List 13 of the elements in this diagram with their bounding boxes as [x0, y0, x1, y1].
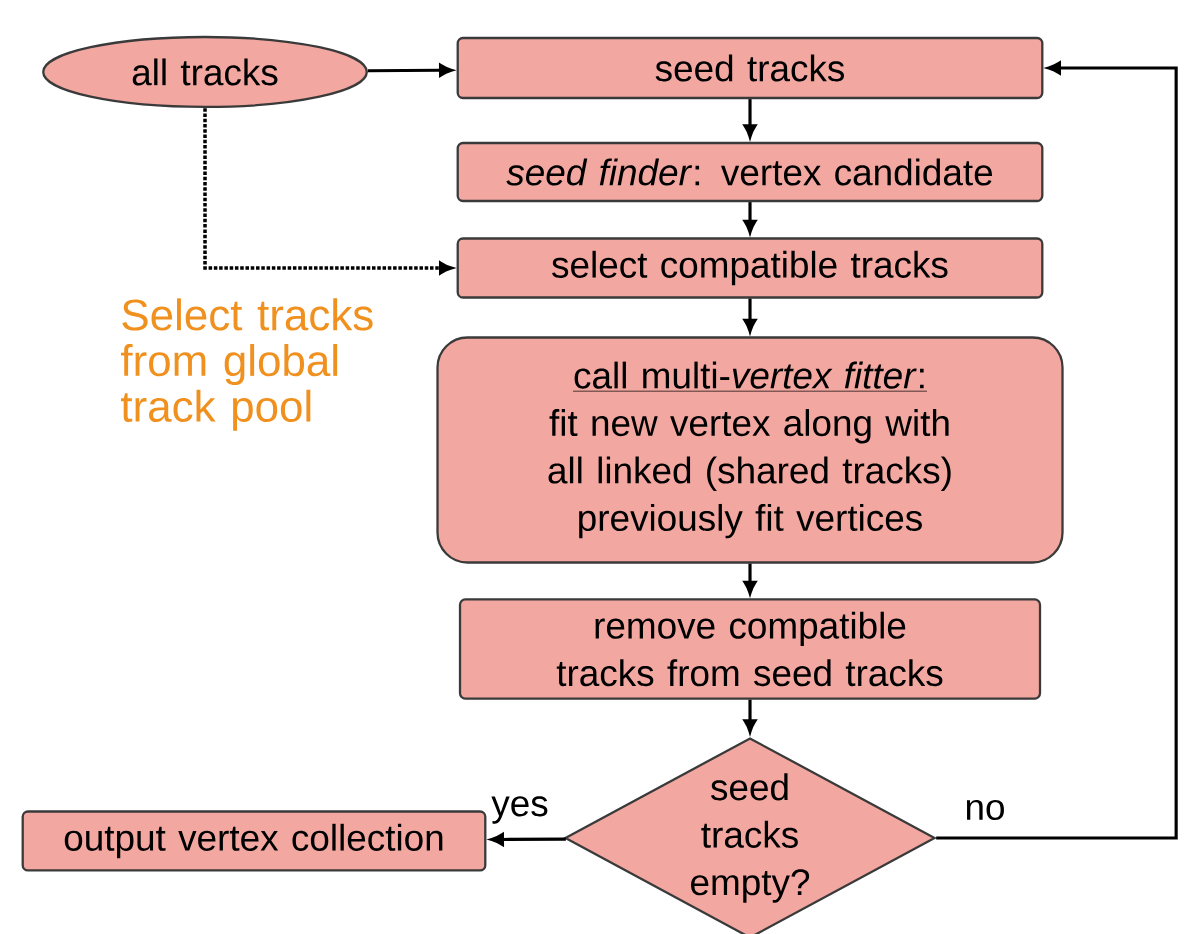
arrow [936, 61, 1178, 840]
edge-label: yes [491, 796, 548, 824]
rounded-process-box: call multi-vertex fitter: fit new vertex along with all linked (shared tracks) previously fit vertices [436, 336, 1064, 564]
arrow [743, 298, 757, 333]
arrow [743, 202, 757, 234]
annotation-text: Select tracks from global track pool [121, 298, 373, 431]
process-box: remove compatible tracks from seed tracks [458, 598, 1042, 700]
process-box: output vertex collection [21, 810, 487, 872]
process-box: seed tracks [456, 36, 1044, 100]
process-box: seed finder: vertex candidate [456, 141, 1044, 203]
edge-label: no [966, 799, 1004, 821]
process-box: select compatible tracks [456, 237, 1044, 299]
arrow [743, 563, 757, 595]
